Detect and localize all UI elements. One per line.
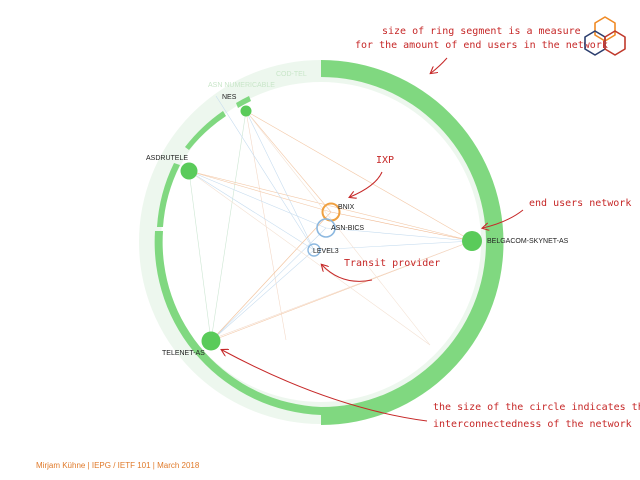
label-nes: NES xyxy=(222,94,237,101)
arrow-ring-segment xyxy=(431,57,448,73)
node-asdrutele[interactable] xyxy=(180,162,198,180)
node-level3[interactable] xyxy=(307,243,321,257)
ring-segment-telenet xyxy=(154,231,321,415)
node-belgacom-skynet-as[interactable] xyxy=(462,231,482,251)
link-line xyxy=(188,170,327,229)
link-line xyxy=(245,110,315,251)
footer-credit: Mirjam Kühne | IEPG / IETF 101 | March 2… xyxy=(36,461,200,470)
label-belgacom-skynet-as: BELGACOM-SKYNET-AS xyxy=(487,238,569,245)
link-line xyxy=(245,110,473,242)
node-nes[interactable] xyxy=(240,105,252,117)
link-line xyxy=(188,170,332,213)
label-asdrutele: ASDRUTELE xyxy=(146,155,188,162)
arrow-transit xyxy=(322,265,373,282)
ring-segment-asdrutele xyxy=(157,163,180,227)
link-line xyxy=(215,95,315,251)
link-line xyxy=(330,211,473,242)
label-asn-bics: ASN-BICS xyxy=(331,225,364,232)
arrow-ixp xyxy=(350,171,383,197)
node-telenet-as[interactable] xyxy=(201,331,221,351)
arrow-end-users xyxy=(483,209,524,228)
link-line xyxy=(188,170,431,346)
annotation-ring-segment-line2: for the amount of end users in the netwo… xyxy=(355,40,608,51)
node-asn-bics[interactable] xyxy=(316,218,336,238)
annotation-circle-size-line1: the size of the circle indicates the xyxy=(433,402,640,413)
annotation-arrows xyxy=(222,57,524,422)
ring-segment-nes xyxy=(236,96,251,108)
interconnection-lines xyxy=(188,95,473,346)
annotation-ixp: IXP xyxy=(376,155,395,166)
link-line xyxy=(210,110,247,342)
annotation-end-users-network: end users network xyxy=(529,198,632,209)
link-line xyxy=(210,249,315,342)
link-line xyxy=(245,110,287,341)
link-line xyxy=(188,170,212,342)
arrow-circle-size xyxy=(222,350,428,422)
annotation-ring-segment-line1: size of ring segment is a measure xyxy=(382,26,581,37)
link-line xyxy=(188,170,315,251)
ring-hint-codtel: COD-TEL xyxy=(276,71,307,78)
link-line xyxy=(325,227,473,242)
ring-segment-small xyxy=(185,111,226,150)
hexagon-cubes-icon xyxy=(584,16,626,56)
link-line xyxy=(245,110,332,213)
link-line xyxy=(313,240,473,251)
label-telenet-as: TELENET-AS xyxy=(162,350,205,357)
annotation-circle-size-line2: interconnectedness of the network xyxy=(433,419,632,430)
label-bnix: BNIX xyxy=(338,204,355,211)
label-level3: LEVEL3 xyxy=(313,248,339,255)
link-line xyxy=(210,211,332,342)
ring-hint-numericable: ASN NUMERICABLE xyxy=(208,82,275,89)
link-line xyxy=(188,170,473,242)
link-line xyxy=(214,240,473,339)
link-line xyxy=(245,110,431,346)
annotation-transit-provider: Transit provider xyxy=(344,258,441,269)
link-line xyxy=(210,227,327,342)
